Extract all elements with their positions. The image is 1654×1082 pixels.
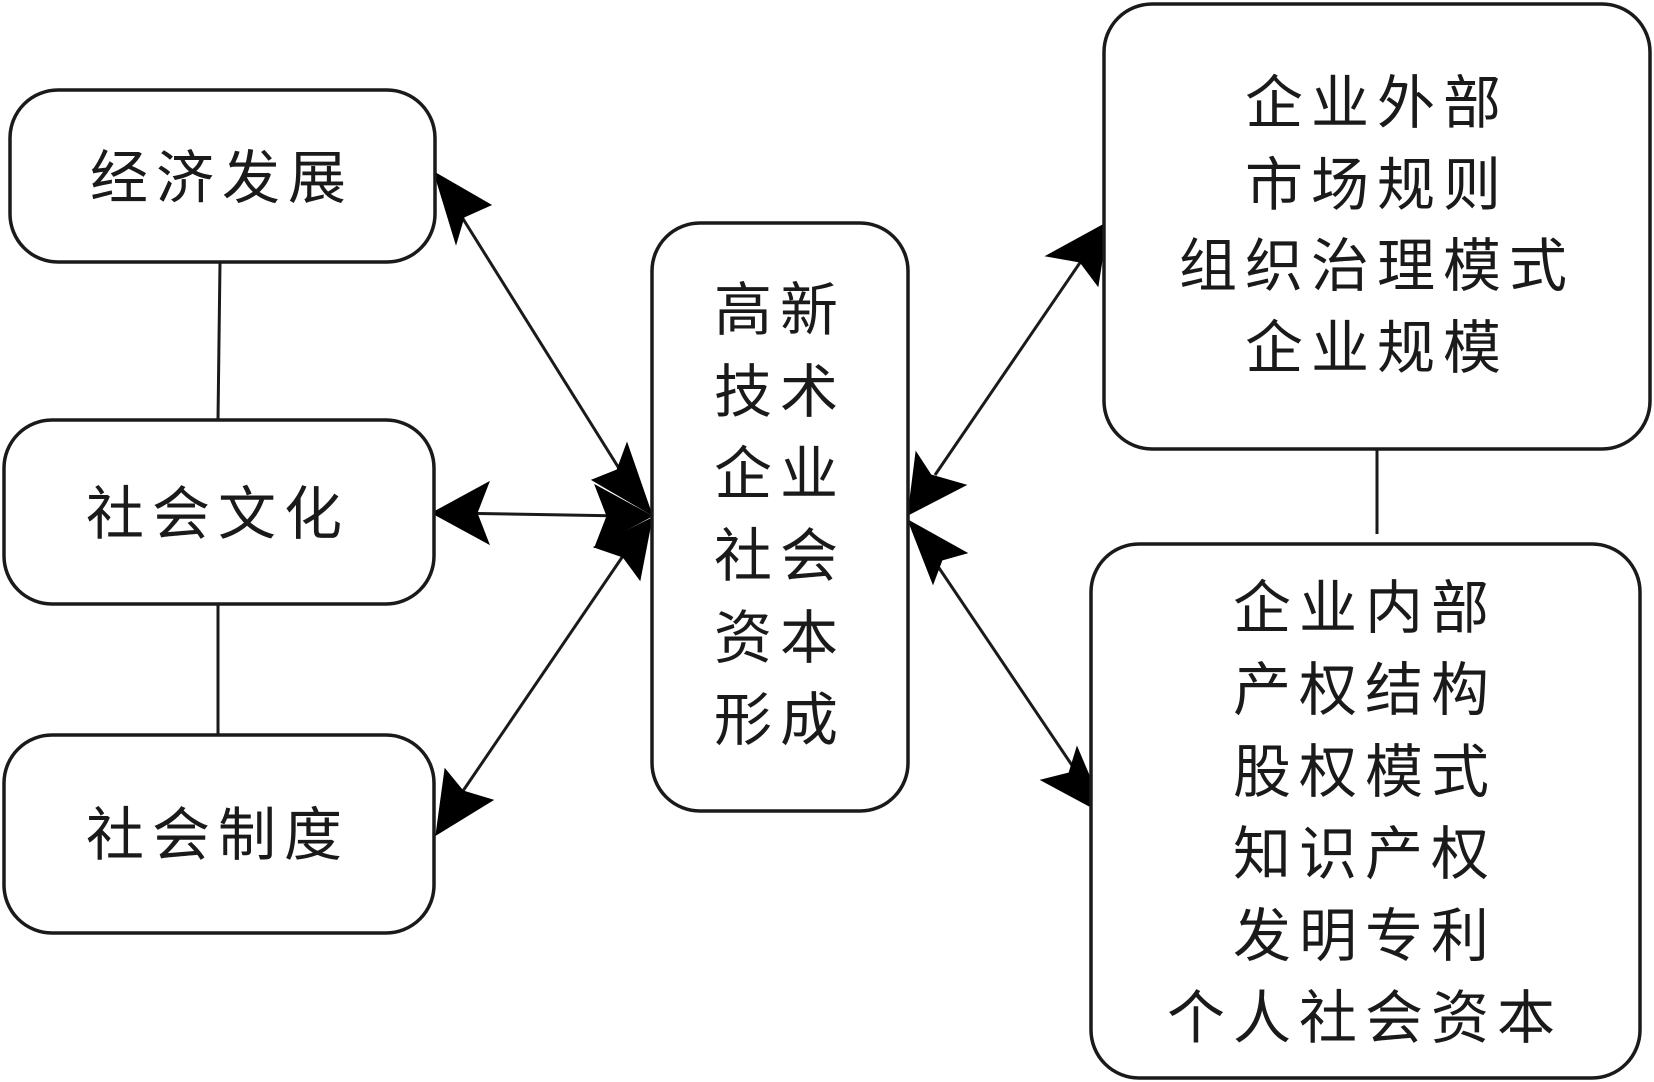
box-internal <box>1089 542 1642 1080</box>
line-economic-to-culture <box>216 261 222 421</box>
text-center-line-5: 资本 <box>714 604 846 672</box>
text-internal-line-6: 个人社会资本 <box>1167 984 1563 1052</box>
arrowheads <box>430 170 1109 836</box>
arrow-shaft-center-economic <box>448 197 627 479</box>
arrowhead-system <box>435 767 495 836</box>
text-center-line-4: 社会 <box>714 522 846 590</box>
text-external-line-1: 企业外部 <box>1245 69 1509 137</box>
text-internal-line-1: 企业内部 <box>1233 574 1497 642</box>
text-center-line-2: 技术 <box>714 358 846 426</box>
plain-connectors <box>216 261 1379 735</box>
node-external: 企业外部 市场规则 组织治理模式 企业规模 <box>1102 2 1652 451</box>
box-external <box>1102 2 1652 451</box>
text-economic-development-line-1: 经济发展 <box>90 144 354 212</box>
text-social-system-line-1: 社会制度 <box>86 801 350 869</box>
text-center-line-3: 企业 <box>714 440 846 508</box>
text-external-line-4: 企业规模 <box>1245 314 1509 382</box>
node-economic-development: 经济发展 <box>8 88 437 264</box>
box-social-system <box>2 733 436 935</box>
text-center-line-6: 形成 <box>714 686 846 754</box>
text-social-culture-line-1: 社会文化 <box>86 480 350 548</box>
text-external-line-2: 市场规则 <box>1245 151 1509 219</box>
arrowhead-center-from-internal <box>907 518 969 586</box>
text-external-line-3: 组织治理模式 <box>1179 232 1575 300</box>
node-social-system: 社会制度 <box>2 733 436 935</box>
text-internal-line-3: 股权模式 <box>1233 738 1497 806</box>
arrowhead-external <box>1044 221 1109 288</box>
arrowhead-center-from-system <box>592 517 653 582</box>
arrowhead-center-from-economic <box>590 441 653 517</box>
text-internal-line-5: 发明专利 <box>1233 902 1497 970</box>
node-internal: 企业内部 产权结构 股权模式 知识产权 发明专利 个人社会资本 <box>1089 542 1642 1080</box>
box-center <box>650 221 910 813</box>
text-internal-line-2: 产权结构 <box>1233 656 1497 724</box>
node-social-culture: 社会文化 <box>2 418 436 606</box>
arrowhead-economic <box>433 170 493 246</box>
node-center: 高新 技术 企业 社会 资本 形成 <box>650 221 910 813</box>
arrow-shaft-center-system <box>448 552 627 811</box>
arrowhead-culture <box>430 480 490 546</box>
box-social-culture <box>2 418 436 606</box>
arrow-shaft-center-internal <box>933 561 1092 793</box>
arrowhead-center-from-external <box>907 450 968 516</box>
box-economic-development <box>8 88 437 264</box>
text-center-line-1: 高新 <box>714 276 846 344</box>
text-internal-line-4: 知识产权 <box>1233 820 1497 888</box>
arrow-shafts <box>447 197 1092 811</box>
arrow-shaft-center-external <box>933 247 1092 476</box>
